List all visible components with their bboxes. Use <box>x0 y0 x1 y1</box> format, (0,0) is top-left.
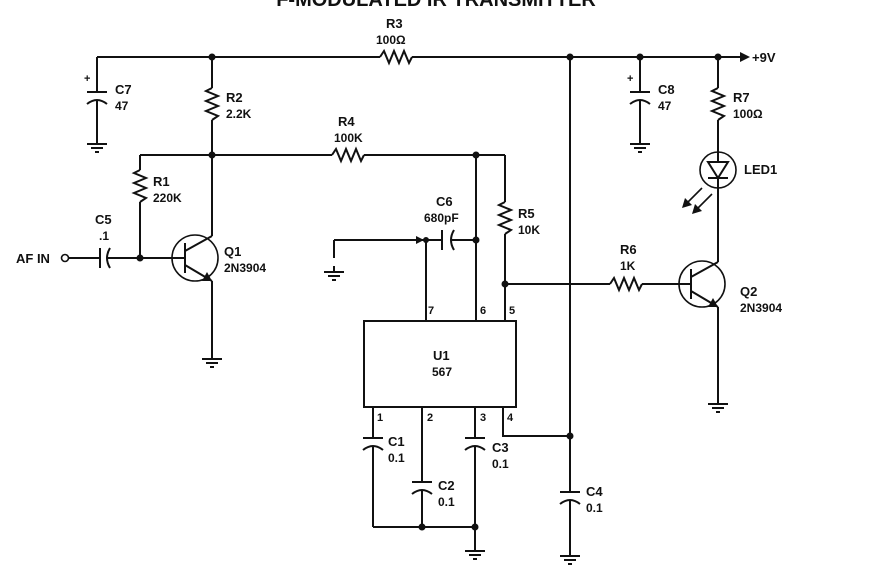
r4-label: R4 <box>338 114 355 129</box>
r7-value: 100Ω <box>733 107 763 121</box>
c7-value: 47 <box>115 99 129 113</box>
c2-label: C2 <box>438 478 455 493</box>
r1-value: 220K <box>153 191 182 205</box>
pin-6: 6 <box>480 305 486 317</box>
r3-value: 100Ω <box>376 33 406 47</box>
capacitor-c4 <box>559 57 581 565</box>
r6-value: 1K <box>620 259 636 273</box>
c5-value: .1 <box>99 229 109 243</box>
c4-value: 0.1 <box>586 501 603 515</box>
led-ir-emitter <box>682 151 737 262</box>
q1-label: Q1 <box>224 244 241 259</box>
c8-value: 47 <box>658 99 672 113</box>
pin-4: 4 <box>507 412 514 424</box>
c8-label: C8 <box>658 82 675 97</box>
capacitor-c3 <box>464 437 486 560</box>
ic-u1-567 <box>363 320 517 408</box>
c4-label: C4 <box>586 484 603 499</box>
c7-label: C7 <box>115 82 132 97</box>
resistor-r7 <box>709 57 727 152</box>
q2-label: Q2 <box>740 284 757 299</box>
transistor-q2 <box>678 260 729 413</box>
capacitor-c1 <box>362 437 384 527</box>
resistor-r6 <box>505 275 682 293</box>
q1-value: 2N3904 <box>224 261 266 275</box>
r2-label: R2 <box>226 90 243 105</box>
u1-value: 567 <box>432 365 452 379</box>
c5-label: C5 <box>95 212 112 227</box>
capacitor-c8 <box>629 57 651 153</box>
capacitor-c6 <box>323 229 480 321</box>
c6-label: C6 <box>436 194 453 209</box>
resistor-r4 <box>331 146 480 164</box>
r1-label: R1 <box>153 174 170 189</box>
c1-value: 0.1 <box>388 451 405 465</box>
c3-value: 0.1 <box>492 457 509 471</box>
c7-polarity: + <box>84 73 90 85</box>
q2-value: 2N3904 <box>740 301 782 315</box>
transistor-q1 <box>140 155 223 368</box>
af-input-terminal[interactable] <box>60 253 70 263</box>
pin-1: 1 <box>377 412 383 424</box>
pin-5: 5 <box>509 305 515 317</box>
pin-2: 2 <box>427 412 433 424</box>
c2-value: 0.1 <box>438 495 455 509</box>
led1-label: LED1 <box>744 162 777 177</box>
c6-value: 680pF <box>424 211 459 225</box>
u1-label: U1 <box>433 348 450 363</box>
pin-7: 7 <box>428 305 434 317</box>
capacitor-c2 <box>411 481 433 531</box>
capacitor-c5 <box>69 247 140 269</box>
resistor-r1 <box>131 155 149 262</box>
r4-value: 100K <box>334 131 363 145</box>
capacitor-c7 <box>86 57 108 153</box>
af-input-label: AF IN <box>16 251 50 266</box>
resistor-r5 <box>476 154 514 321</box>
c3-label: C3 <box>492 440 509 455</box>
r5-label: R5 <box>518 206 535 221</box>
r7-label: R7 <box>733 90 750 105</box>
resistor-r2 <box>203 57 221 155</box>
r6-label: R6 <box>620 242 637 257</box>
r5-value: 10K <box>518 223 540 237</box>
diagram-title: F-MODULATED IR TRANSMITTER <box>276 0 596 11</box>
c8-polarity: + <box>627 73 633 85</box>
r2-value: 2.2K <box>226 107 252 121</box>
supply-rail <box>97 48 750 66</box>
pin-3: 3 <box>480 412 486 424</box>
c1-label: C1 <box>388 434 405 449</box>
r3-label: R3 <box>386 16 403 31</box>
supply-label: +9V <box>752 50 776 65</box>
